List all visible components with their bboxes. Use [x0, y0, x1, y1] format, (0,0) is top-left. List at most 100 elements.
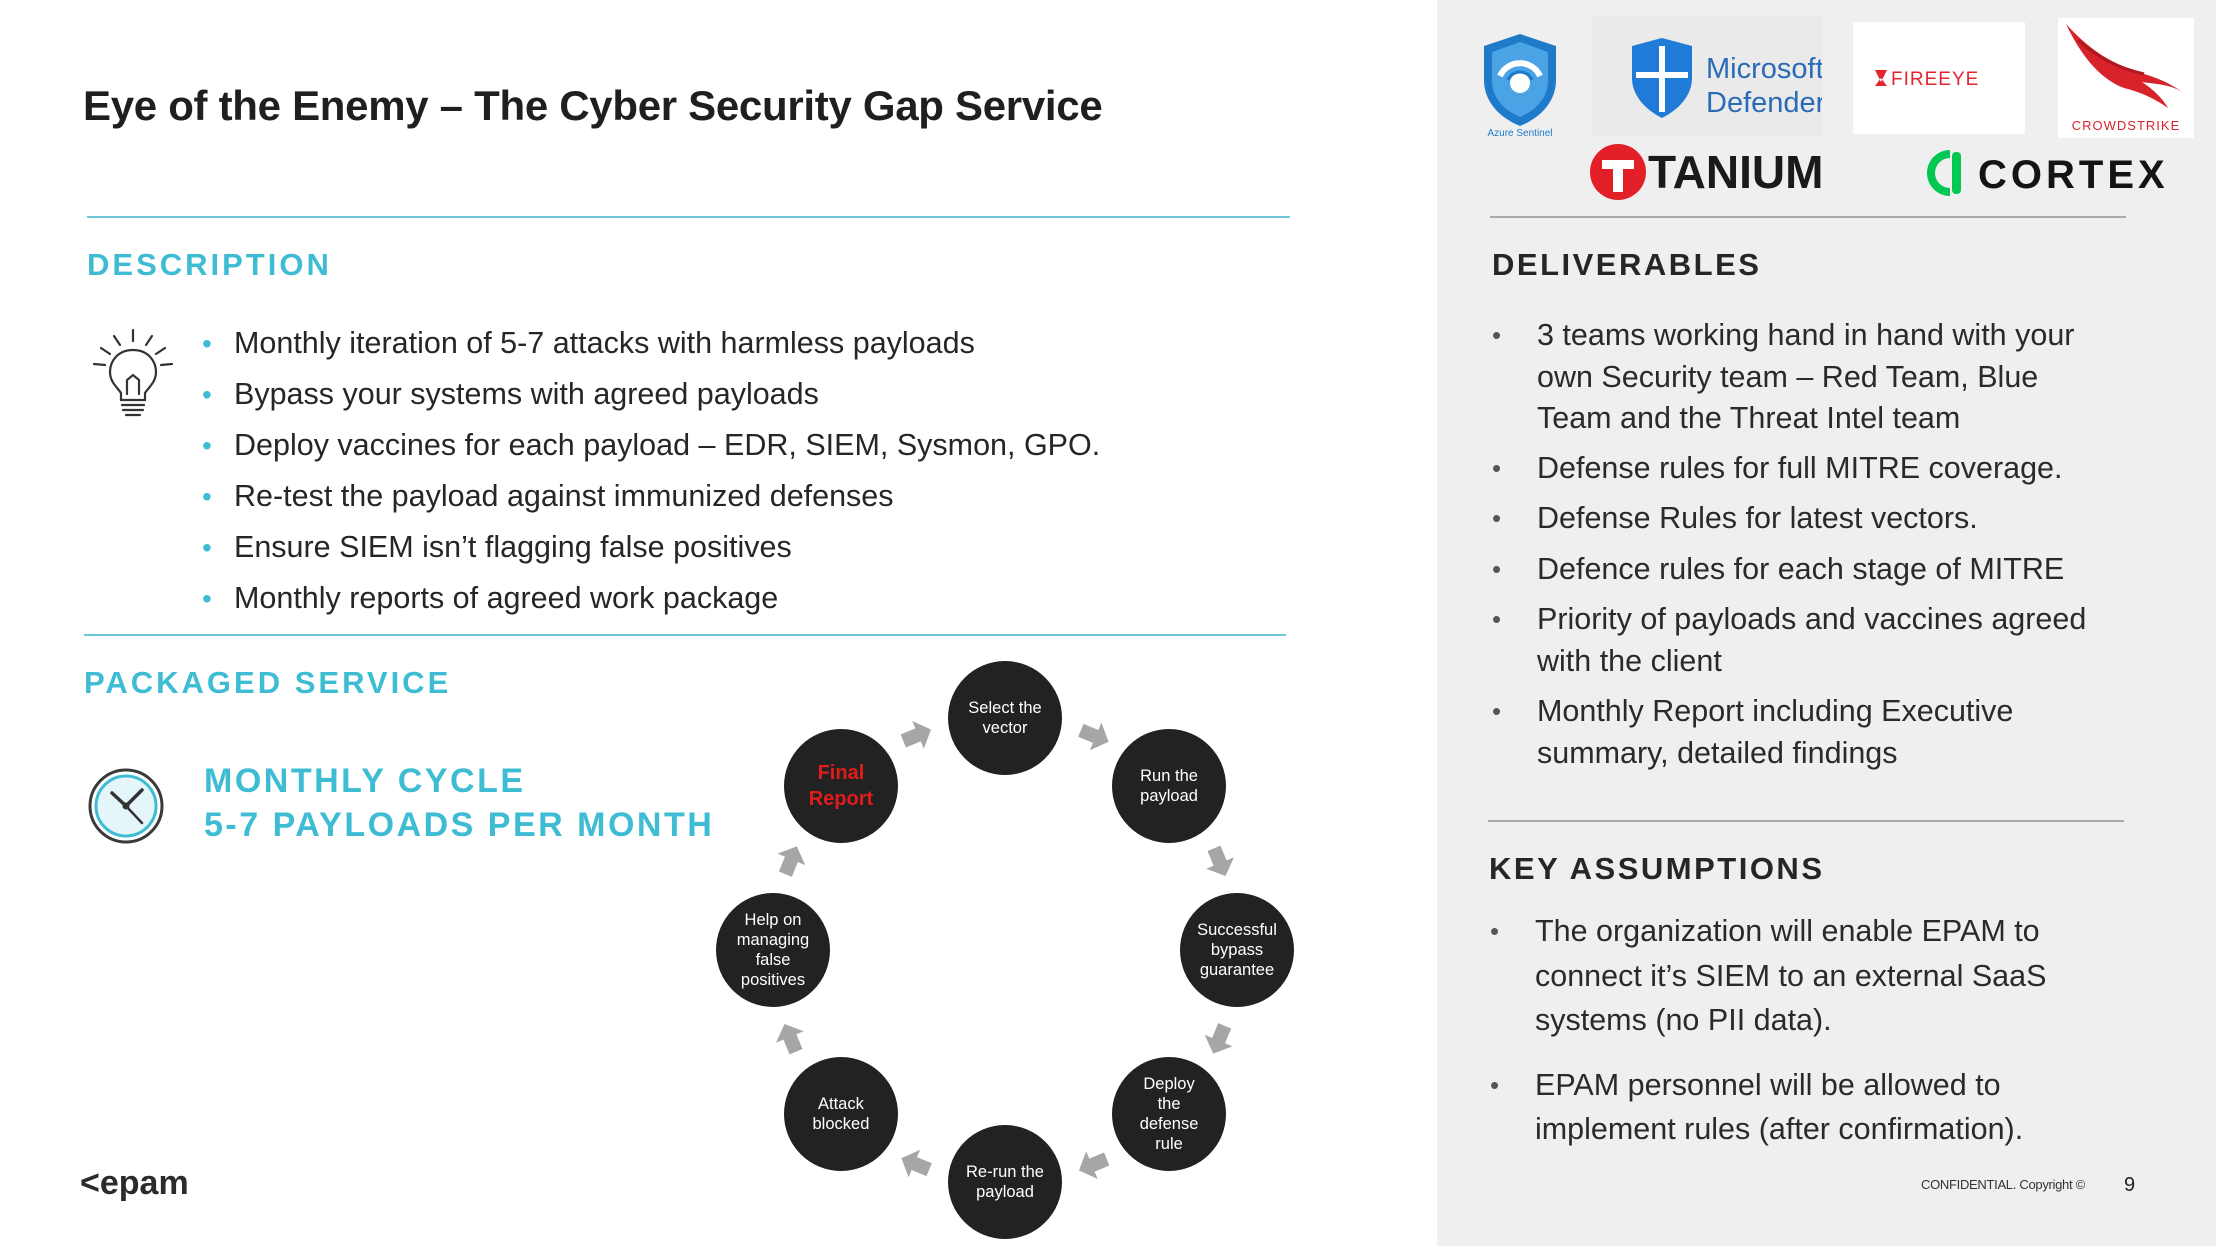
cycle-node-label: Help on [744, 911, 802, 929]
list-item-line: Monthly Report including Executive [1537, 694, 2014, 728]
list-item: The organization will enable EPAM to conn… [1490, 909, 2046, 1043]
list-item: Priority of payloads and vaccines agreed… [1492, 599, 2086, 682]
cycle-node-label: Run the [1140, 766, 1198, 785]
cycle-node-label: blocked [812, 1115, 870, 1134]
description-item: Deploy vaccines for each payload – EDR, … [202, 420, 1100, 471]
cycle-arrow [777, 846, 806, 877]
cycle-node-label: Select the [968, 699, 1042, 717]
list-item-line: Defense rules for full MITRE coverage. [1537, 450, 2063, 485]
cycle-node: Select the vector [948, 661, 1062, 775]
epam-logo: <epam> [80, 1160, 209, 1211]
tanium-logo: TANIUM [1584, 136, 1894, 208]
cycle-node-label: positives [740, 971, 806, 989]
cycle-node-label: Successful [1197, 921, 1277, 939]
deliverables-heading: DELIVERABLES [1492, 247, 1762, 282]
assumptions-heading: KEY ASSUMPTIONS [1489, 851, 1825, 886]
assumptions-list: The organization will enable EPAM to conn… [1490, 909, 2046, 1152]
crowdstrike-logo: CROWDSTRIKE [2058, 18, 2194, 138]
packaged-divider [84, 634, 1286, 636]
azure-sentinel-logo: Azure Sentinel [1470, 28, 1570, 138]
slide-title: Eye of the Enemy – The Cyber Security Ga… [83, 82, 1103, 129]
list-item: 3 teams working hand in hand with your ow… [1492, 315, 2086, 440]
cycle-node: Re-run the payload [948, 1125, 1062, 1239]
list-item: Monthly Report including Executive summar… [1492, 691, 2086, 774]
deliverables-divider [1490, 216, 2126, 218]
list-item-line: EPAM personnel will be allowed to [1535, 1067, 2001, 1102]
description-item: Ensure SIEM isn’t flagging false positiv… [202, 522, 1100, 573]
cycle-node: Successful bypass guarantee [1180, 893, 1294, 1007]
list-item-line: Defense Rules for latest vectors. [1537, 501, 1978, 535]
list-item-line: Priority of payloads and vaccines agreed [1537, 602, 2087, 636]
crowdstrike-text: CROWDSTRIKE [2072, 118, 2181, 133]
list-item: Defence rules for each stage of MITRE [1492, 549, 2086, 591]
cycle-node-label: Deploy [1143, 1075, 1195, 1094]
monthly-cycle-text: MONTHLY CYCLE 5-7 PAYLOADS PER MONTH [204, 759, 714, 847]
clock-icon [86, 766, 166, 846]
list-item: Defense Rules for latest vectors. [1492, 498, 2086, 540]
cycle-arrow [1078, 722, 1109, 751]
cycle-node-label: Report [808, 787, 874, 810]
cycle-node-label: Final [817, 761, 865, 784]
list-item-line: Team and the Threat Intel team [1537, 401, 1961, 435]
cycle-arrow [900, 721, 931, 749]
description-item: Monthly reports of agreed work package [202, 573, 1100, 624]
azure-sentinel-text: Azure Sentinel [1487, 128, 1552, 138]
list-item-line: own Security team – Red Team, Blue [1537, 359, 2039, 394]
assumptions-divider [1488, 820, 2124, 822]
cycle-arrow [776, 1024, 804, 1055]
epam-logo-text: <epam> [80, 1164, 190, 1202]
microsoft-defender-logo: Microsoft Defender [1592, 16, 1822, 136]
list-item-line: Defence rules for each stage of MITRE [1537, 551, 2065, 586]
packaged-heading: PACKAGED SERVICE [84, 665, 452, 700]
fireeye-text: FIREEYE [1891, 69, 1979, 90]
cycle-arrow [901, 1149, 932, 1178]
cycle-node-label: the [1157, 1095, 1181, 1114]
fireeye-logo: FIREEYE [1853, 22, 2025, 134]
cycle-node-label: guarantee [1199, 961, 1275, 979]
lightbulb-icon [90, 328, 176, 424]
list-item-line: with the client [1537, 643, 1722, 678]
list-item-line: The organization will enable EPAM to [1535, 914, 2040, 948]
description-item: Re-test the payload against immunized de… [202, 471, 1100, 522]
list-item-line: 3 teams working hand in hand with your [1537, 318, 2075, 352]
confidential-note: CONFIDENTIAL. Copyright © [1921, 1177, 2085, 1192]
list-item-line: connect it’s SIEM to an external SaaS [1535, 958, 2047, 993]
cycle-node: Help on managing false positives [716, 893, 830, 1007]
cycle-arrow [1206, 845, 1234, 876]
cortex-logo: CORTEX [1926, 144, 2216, 202]
list-item-line: systems (no PII data). [1535, 1003, 1832, 1037]
cycle-node-label: false [755, 951, 791, 969]
list-item: EPAM personnel will be allowed to impleme… [1490, 1063, 2046, 1152]
cycle-node-label: rule [1155, 1135, 1183, 1154]
cycle-arrow [1079, 1151, 1110, 1179]
defender-line1: Microsoft [1706, 53, 1822, 85]
page-number: 9 [2124, 1174, 2136, 1196]
defender-line2: Defender [1706, 87, 1822, 119]
cycle-node-label: managing [736, 931, 810, 949]
description-item: Bypass your systems with agreed payloads [202, 369, 1100, 420]
description-heading: DESCRIPTION [87, 247, 332, 282]
description-item: Monthly iteration of 5-7 attacks with ha… [202, 318, 1100, 369]
cycle-node-label: defense [1139, 1115, 1199, 1134]
list-item-line: implement rules (after confirmation). [1535, 1112, 2024, 1146]
monthly-cycle-label: MONTHLY CYCLE [204, 762, 526, 800]
cycle-node-label: bypass [1210, 941, 1264, 959]
cortex-text: CORTEX [1978, 153, 2169, 197]
cycle-arrow [1204, 1023, 1233, 1054]
tanium-text: TANIUM [1648, 146, 1823, 198]
cycle-node-label: payload [1140, 786, 1198, 805]
cycle-node-label: vector [982, 719, 1028, 737]
list-item: Defense rules for full MITRE coverage. [1492, 448, 2086, 490]
description-list: Monthly iteration of 5-7 attacks with ha… [202, 318, 1100, 624]
cycle-node-label: Attack [818, 1095, 864, 1114]
cycle-node-label: Re-run the [966, 1163, 1044, 1181]
list-item-line: summary, detailed findings [1537, 735, 1898, 770]
description-divider [87, 216, 1290, 218]
deliverables-list: 3 teams working hand in hand with your ow… [1492, 315, 2086, 774]
payloads-per-month-label: 5-7 PAYLOADS PER MONTH [204, 806, 715, 844]
cycle-node-label: payload [976, 1183, 1034, 1201]
